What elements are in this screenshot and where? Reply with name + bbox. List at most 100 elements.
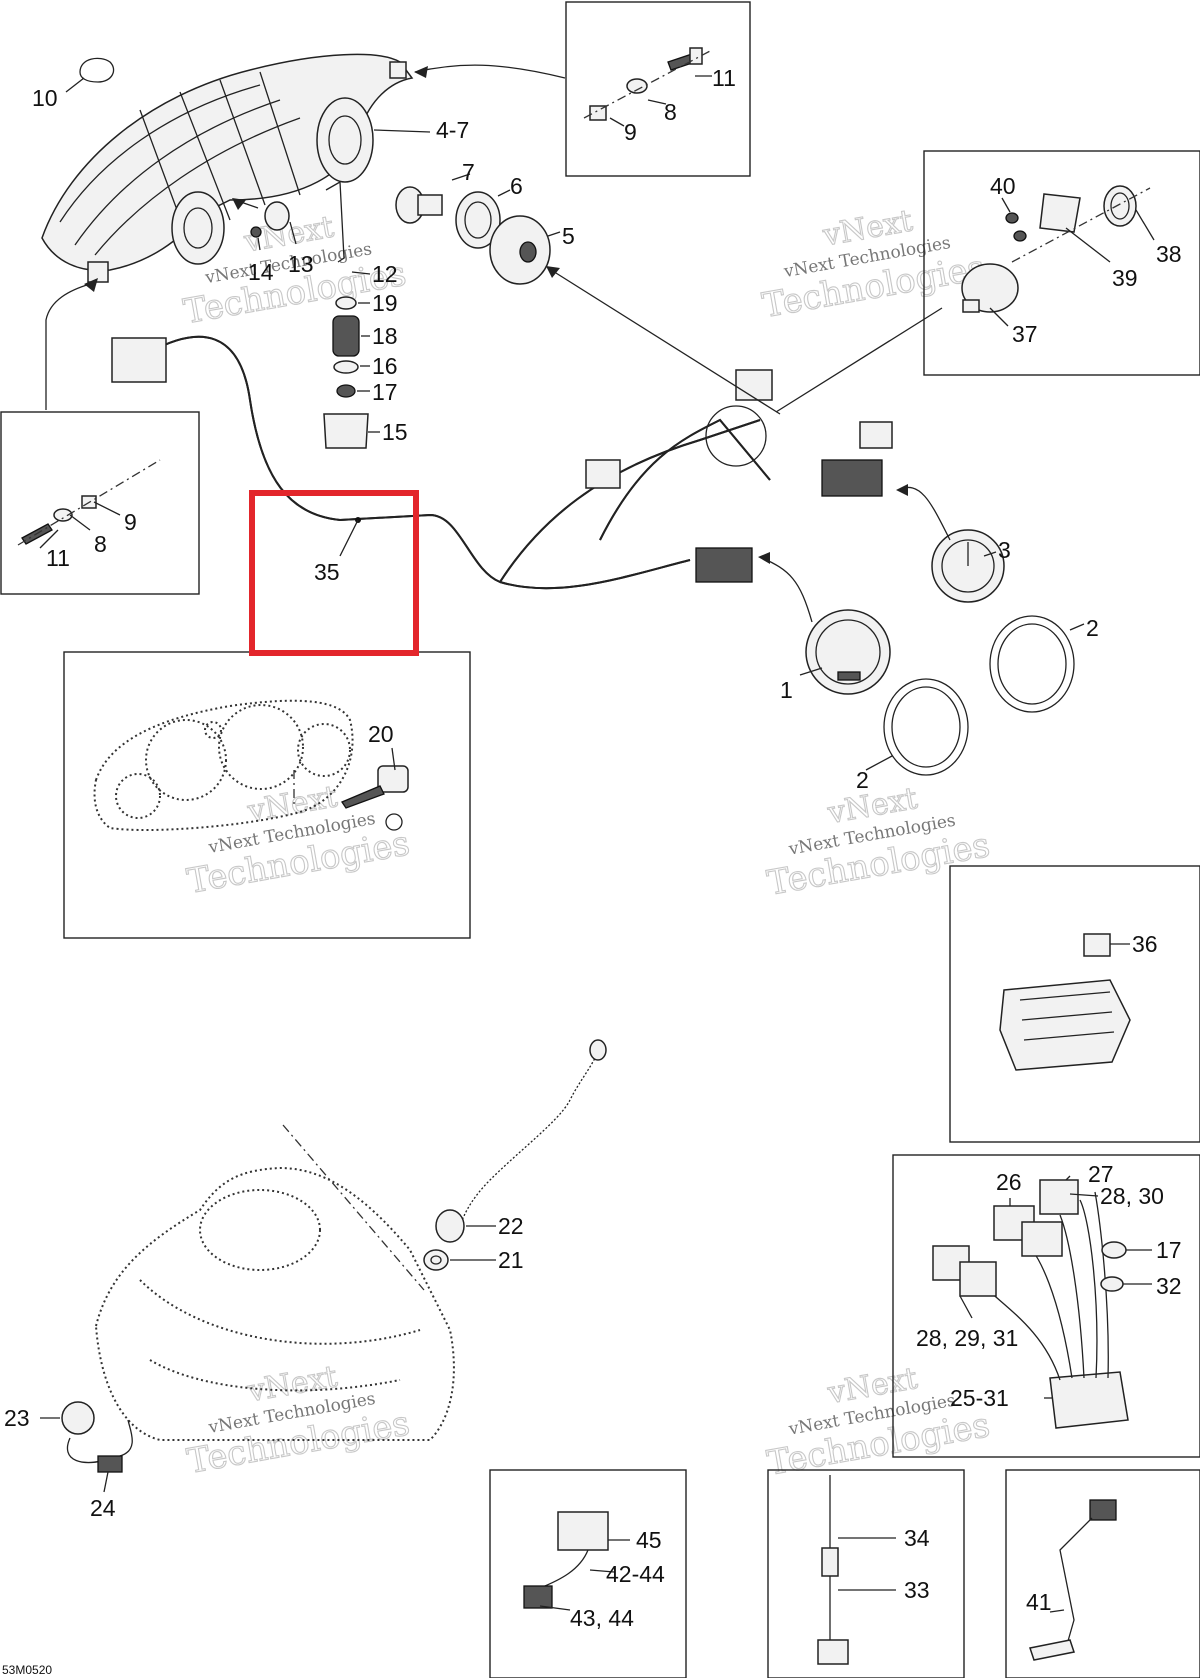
callout-33: 33 <box>904 1577 930 1603</box>
clip-10 <box>79 57 115 83</box>
callout-37: 37 <box>1012 321 1038 347</box>
grommet-13 <box>264 201 290 231</box>
callout-8-top: 8 <box>664 99 677 125</box>
callout-16: 16 <box>372 353 398 379</box>
callout-1: 1 <box>780 677 793 703</box>
washer-16 <box>333 360 359 374</box>
sensor-33-34 <box>817 1475 849 1665</box>
washer-32 <box>1100 1276 1124 1292</box>
nut-17-reg <box>1101 1241 1127 1259</box>
boot-5 <box>489 215 551 285</box>
key-switch-20 <box>341 765 409 831</box>
highlight-box-35 <box>249 490 419 656</box>
callout-35: 35 <box>314 559 340 585</box>
bolt-11-top <box>667 47 703 71</box>
callout-40: 40 <box>990 173 1016 199</box>
leader-lines <box>39 64 1155 1613</box>
connector-43-44 <box>523 1585 553 1609</box>
detail-box-buzzer <box>923 150 1200 376</box>
nut-9-top <box>589 105 607 121</box>
harness-clamp-ring <box>705 405 767 467</box>
callout-6: 6 <box>510 173 523 199</box>
buzzer-37 <box>961 263 1019 313</box>
harness-connector-upper <box>735 369 773 401</box>
bezel-ring-2-upper <box>989 615 1075 713</box>
connector-27 <box>1039 1179 1079 1215</box>
callout-15: 15 <box>382 419 408 445</box>
callout-25-31: 25-31 <box>950 1385 1009 1411</box>
callout-17-top: 17 <box>372 379 398 405</box>
detail-box-fuse-block <box>949 865 1200 1143</box>
bezel-ring-2-lower <box>883 678 969 776</box>
callout-17-reg: 17 <box>1156 1237 1182 1263</box>
callout-38: 38 <box>1156 241 1182 267</box>
washer-8-left <box>53 508 73 522</box>
callout-19: 19 <box>372 290 398 316</box>
callout-42-44: 42-44 <box>606 1561 665 1587</box>
callout-10: 10 <box>32 85 58 111</box>
callout-5: 5 <box>562 223 575 249</box>
callout-23: 23 <box>4 1405 30 1431</box>
voltage-regulator <box>971 1191 1129 1429</box>
callout-43-44: 43, 44 <box>570 1605 634 1631</box>
bulb-7 <box>395 186 443 224</box>
callout-12: 12 <box>372 261 398 287</box>
callout-28-30: 28, 30 <box>1100 1183 1164 1209</box>
screw-40a <box>1005 212 1019 224</box>
connector-28-29-31b <box>959 1261 997 1297</box>
harness-connector-right <box>859 421 893 449</box>
gauge-cluster-outline <box>93 699 354 832</box>
arrowheads <box>84 66 908 564</box>
watermark-top-right: vNext vNext Technologies Technologies <box>759 203 989 327</box>
callout-26: 26 <box>996 1169 1022 1195</box>
detail-box-fasteners-top <box>565 1 751 177</box>
callout-27: 27 <box>1088 1161 1114 1187</box>
knob-15 <box>323 413 369 449</box>
nut-17 <box>336 384 356 398</box>
callout-18: 18 <box>372 323 398 349</box>
ring-38 <box>1103 185 1137 227</box>
callout-4-7: 4-7 <box>436 117 469 143</box>
watermark-bottom-left: vNext vNext Technologies Technologies <box>184 1359 414 1483</box>
spring-18 <box>332 315 360 357</box>
washer-19 <box>335 296 357 310</box>
detail-box-probe <box>1005 1469 1200 1678</box>
callout-41: 41 <box>1026 1589 1052 1615</box>
detail-box-switch <box>489 1469 687 1678</box>
tether-ring-21 <box>423 1249 449 1271</box>
callout-13: 13 <box>288 251 314 277</box>
probe-41 <box>1029 1499 1117 1661</box>
switch-wire <box>539 1549 589 1589</box>
headlight-housing <box>41 53 414 283</box>
bracket-39 <box>1039 193 1081 233</box>
buzzer-axis <box>1011 187 1151 263</box>
harness-connector-gauge1 <box>695 547 753 583</box>
callout-28-29-31: 28, 29, 31 <box>916 1325 1018 1351</box>
callout-9-left: 9 <box>124 509 137 535</box>
axis-line-top <box>583 49 713 119</box>
callout-34: 34 <box>904 1525 930 1551</box>
harness-connector-gauge3 <box>821 459 883 497</box>
console-outline <box>94 1124 455 1441</box>
relay-36 <box>1083 933 1111 957</box>
nut-14 <box>250 226 262 238</box>
callout-39: 39 <box>1112 265 1138 291</box>
screw-40b <box>1013 230 1027 242</box>
fuse-block <box>999 979 1131 1071</box>
callout-11-left: 11 <box>46 545 70 571</box>
callout-8-left: 8 <box>94 531 107 557</box>
tether-cap-22 <box>435 1209 465 1243</box>
callout-24: 24 <box>90 1495 116 1521</box>
callout-2-lower: 2 <box>856 767 869 793</box>
tether-cord <box>457 1039 607 1237</box>
harness-connector-mid <box>585 459 621 489</box>
sensor-23 <box>61 1401 133 1464</box>
callout-20: 20 <box>368 721 394 747</box>
washer-8-top <box>626 78 648 94</box>
callout-21: 21 <box>498 1247 524 1273</box>
callout-3: 3 <box>998 537 1011 563</box>
harness-connector-left <box>111 337 167 383</box>
callout-11-top: 11 <box>712 65 736 91</box>
connector-26b <box>1021 1221 1063 1257</box>
